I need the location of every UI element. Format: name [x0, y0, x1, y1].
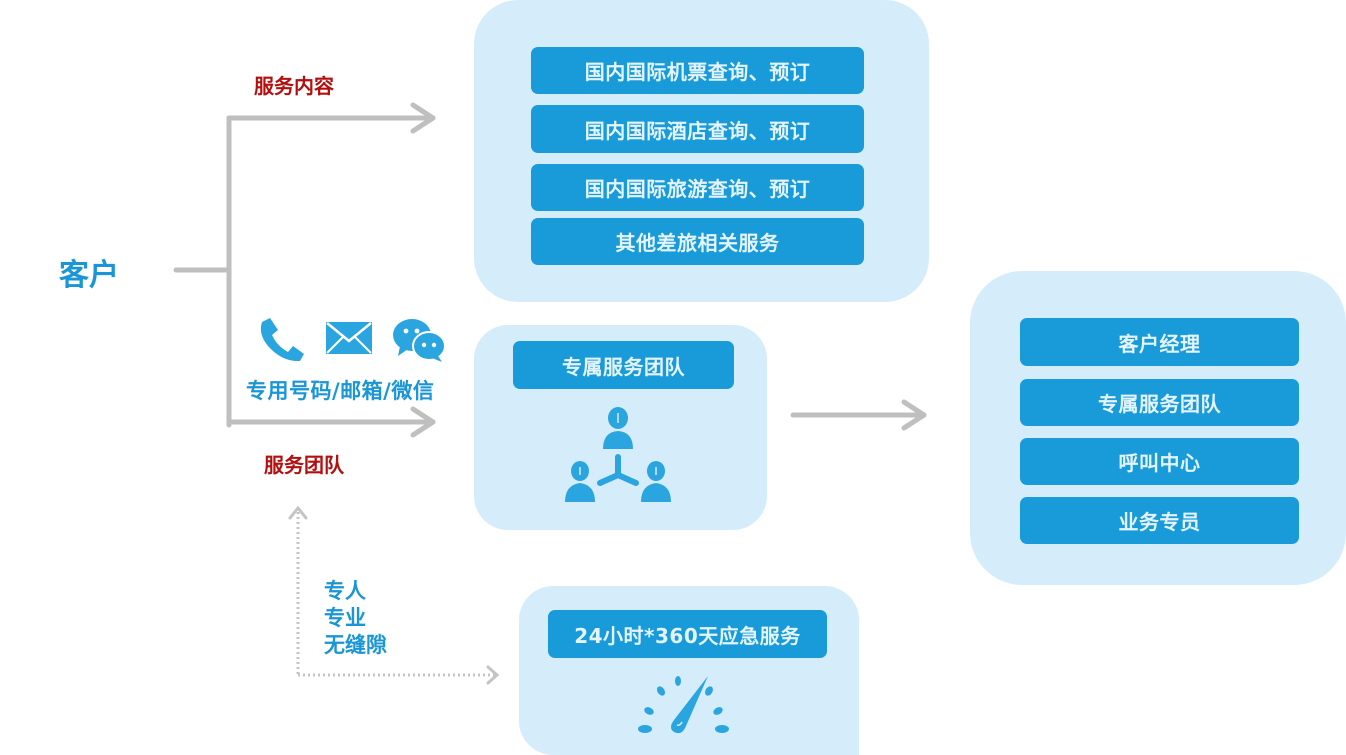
qualities-list: 专人 专业 无缝隙 [324, 578, 387, 659]
quality-item: 无缝隙 [324, 633, 387, 657]
contact-channels-label: 专用号码/邮箱/微信 [246, 379, 435, 403]
emergency-panel-title: 24小时*360天应急服务 [548, 610, 827, 658]
quality-item: 专人 [324, 579, 366, 603]
service-item: 国内国际机票查询、预订 [531, 47, 864, 94]
member-item: 业务专员 [1020, 497, 1299, 544]
arrow-head [410, 102, 436, 134]
wechat-icon [392, 318, 446, 362]
team-network-icon [560, 405, 676, 507]
quality-item: 专业 [324, 606, 366, 630]
member-item: 客户经理 [1020, 318, 1299, 366]
customer-label: 客户 [59, 258, 119, 293]
dotted-arrow-head-up [288, 505, 308, 520]
phone-icon [256, 316, 306, 362]
service-team-label: 服务团队 [264, 453, 344, 477]
mail-icon [326, 322, 372, 354]
member-item: 呼叫中心 [1020, 438, 1299, 485]
service-item: 其他差旅相关服务 [531, 218, 864, 265]
arrow-head [410, 406, 436, 438]
arrow-head [901, 399, 927, 431]
dotted-arrow-head-right [486, 665, 500, 685]
service-content-label: 服务内容 [254, 74, 334, 98]
team-panel-title: 专属服务团队 [513, 341, 734, 389]
member-item: 专属服务团队 [1020, 379, 1299, 426]
speedometer-icon [636, 674, 730, 736]
service-item: 国内国际旅游查询、预订 [531, 164, 864, 211]
service-item: 国内国际酒店查询、预订 [531, 105, 864, 153]
